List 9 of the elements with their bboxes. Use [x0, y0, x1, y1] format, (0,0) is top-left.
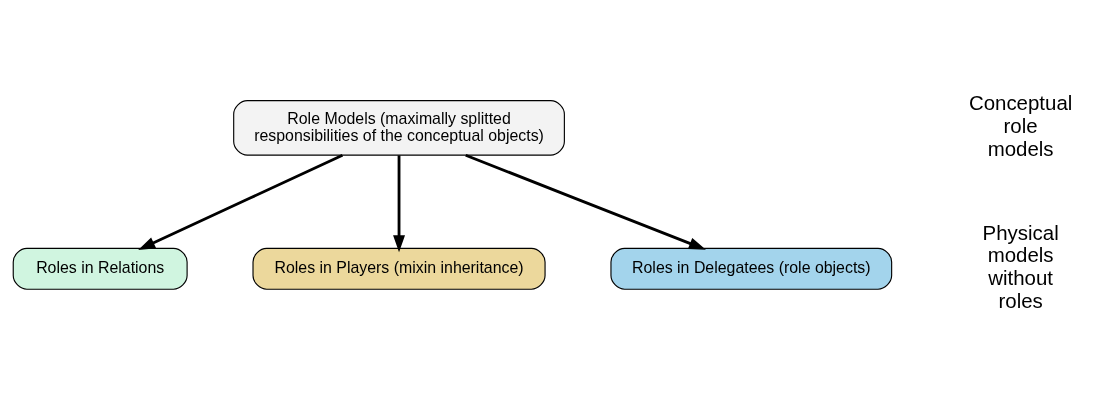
label: Physical models without roles [982, 220, 1059, 312]
node-box: Roles in Players (mixin inheritance) [252, 247, 546, 290]
node-box: Roles in Relations [12, 247, 188, 290]
arrow [138, 153, 344, 250]
node-box: Roles in Delegatees (role objects) [610, 247, 893, 290]
arrow [465, 153, 706, 250]
node-box: Role Models (maximally splitted responsibilities of the conceptual objects) [233, 99, 565, 156]
arrow [393, 154, 405, 252]
label: Conceptual role models [968, 90, 1073, 160]
